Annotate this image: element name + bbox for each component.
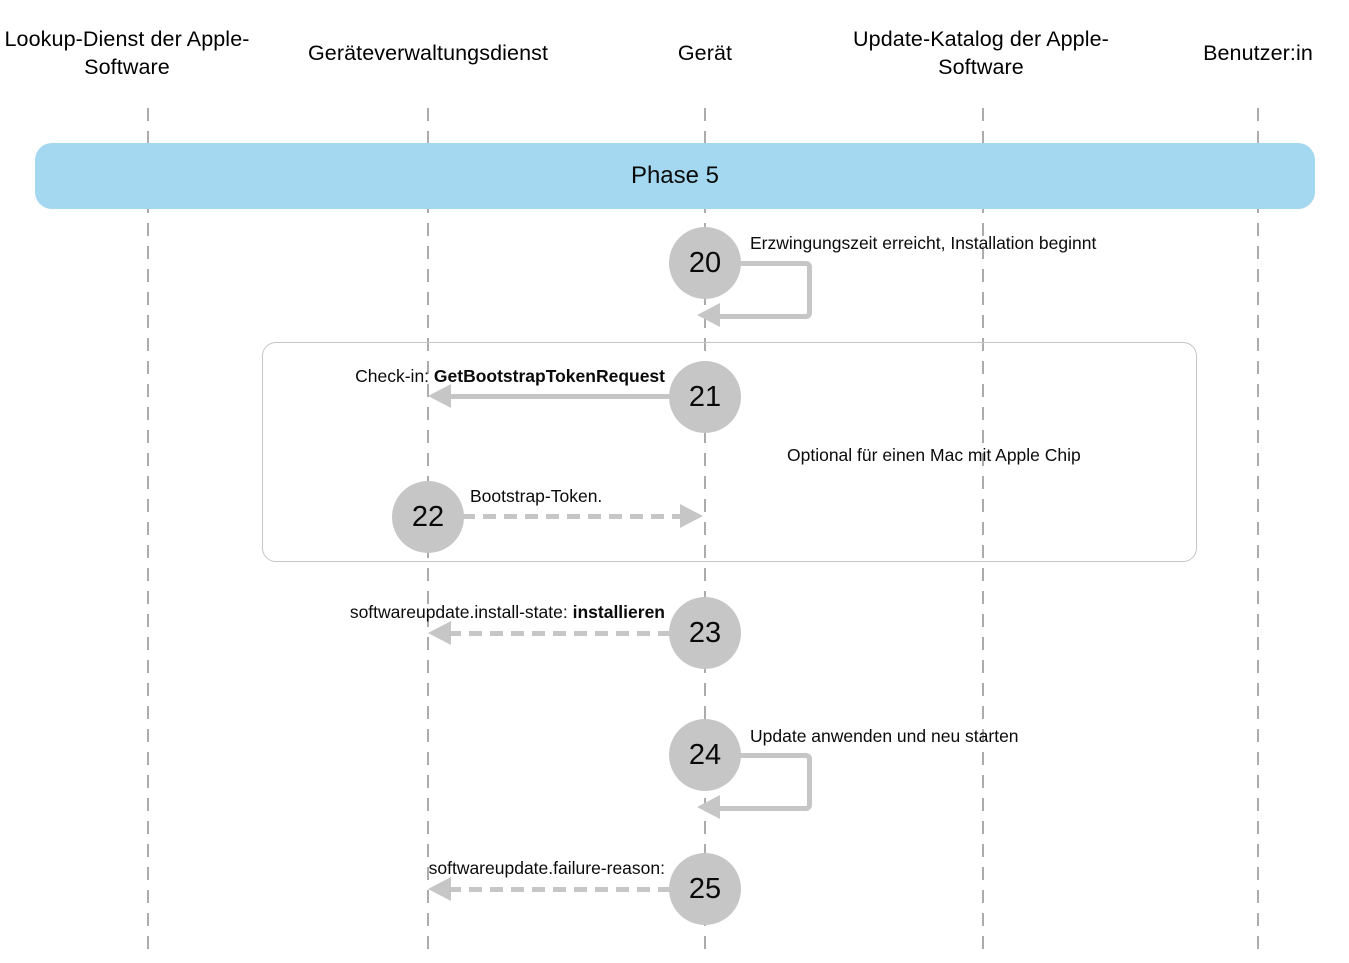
step-20-label: Erzwingungszeit erreicht, Installation b… — [750, 233, 1097, 253]
step-21-label: Check-in: GetBootstrapTokenRequest — [280, 366, 665, 387]
phase-banner: Phase 5 — [35, 143, 1315, 209]
lifeline-lookup-dienst — [147, 108, 149, 950]
step-21-circle: 21 — [669, 361, 741, 433]
step-24-self-loop-arrow — [705, 753, 812, 811]
step-21-message-line — [448, 394, 670, 399]
actor-label-geraet: Gerät — [677, 40, 733, 65]
arrowhead-left-icon — [428, 621, 451, 645]
step-22-message-line — [462, 514, 682, 519]
step-25-message-line — [448, 887, 670, 892]
arrowhead-left-icon — [697, 303, 720, 327]
arrowhead-left-icon — [428, 384, 451, 408]
step-23-label-prefix: softwareupdate.install-state: — [349, 602, 573, 622]
actor-label-update-katalog: Update-Katalog der Apple-Software — [853, 26, 1109, 79]
step-20-self-loop-arrow — [705, 261, 812, 319]
step-23-message-line — [448, 631, 670, 636]
actor-label-lookup-dienst: Lookup-Dienst der Apple-Software — [4, 26, 250, 79]
step-24-circle: 24 — [669, 719, 741, 791]
step-23-circle: 23 — [669, 597, 741, 669]
step-21-number: 21 — [688, 380, 722, 413]
step-24-number: 24 — [688, 738, 722, 771]
actor-label-geraeteverwaltungsdienst: Geräteverwaltungsdienst — [307, 40, 549, 65]
phase-banner-label: Phase 5 — [630, 162, 720, 189]
step-24-label: Update anwenden und neu starten — [750, 726, 1019, 746]
lifeline-benutzerin — [1257, 108, 1259, 950]
arrowhead-left-icon — [697, 795, 720, 819]
step-22-number: 22 — [411, 500, 445, 533]
step-25-circle: 25 — [669, 853, 741, 925]
arrowhead-left-icon — [428, 877, 451, 901]
step-20-circle: 20 — [669, 227, 741, 299]
step-23-number: 23 — [688, 616, 722, 649]
step-23-label: softwareupdate.install-state: installier… — [270, 602, 665, 623]
step-23-label-bold: installieren — [572, 602, 665, 622]
optional-group-note: Optional für einen Mac mit Apple Chip — [787, 445, 1081, 465]
step-25-label: softwareupdate.failure-reason: — [428, 858, 665, 878]
step-25-number: 25 — [688, 872, 722, 905]
actor-label-benutzerin: Benutzer:in — [1203, 40, 1313, 65]
optional-group-box — [262, 342, 1197, 562]
lifeline-geraet — [704, 108, 706, 950]
step-20-number: 20 — [688, 246, 722, 279]
step-22-label: Bootstrap-Token. — [470, 486, 603, 506]
arrowhead-right-icon — [680, 504, 703, 528]
lifeline-update-katalog — [982, 108, 984, 950]
step-21-label-prefix: Check-in: — [355, 366, 434, 386]
step-22-circle: 22 — [392, 481, 464, 553]
step-21-label-bold: GetBootstrapTokenRequest — [433, 366, 665, 386]
